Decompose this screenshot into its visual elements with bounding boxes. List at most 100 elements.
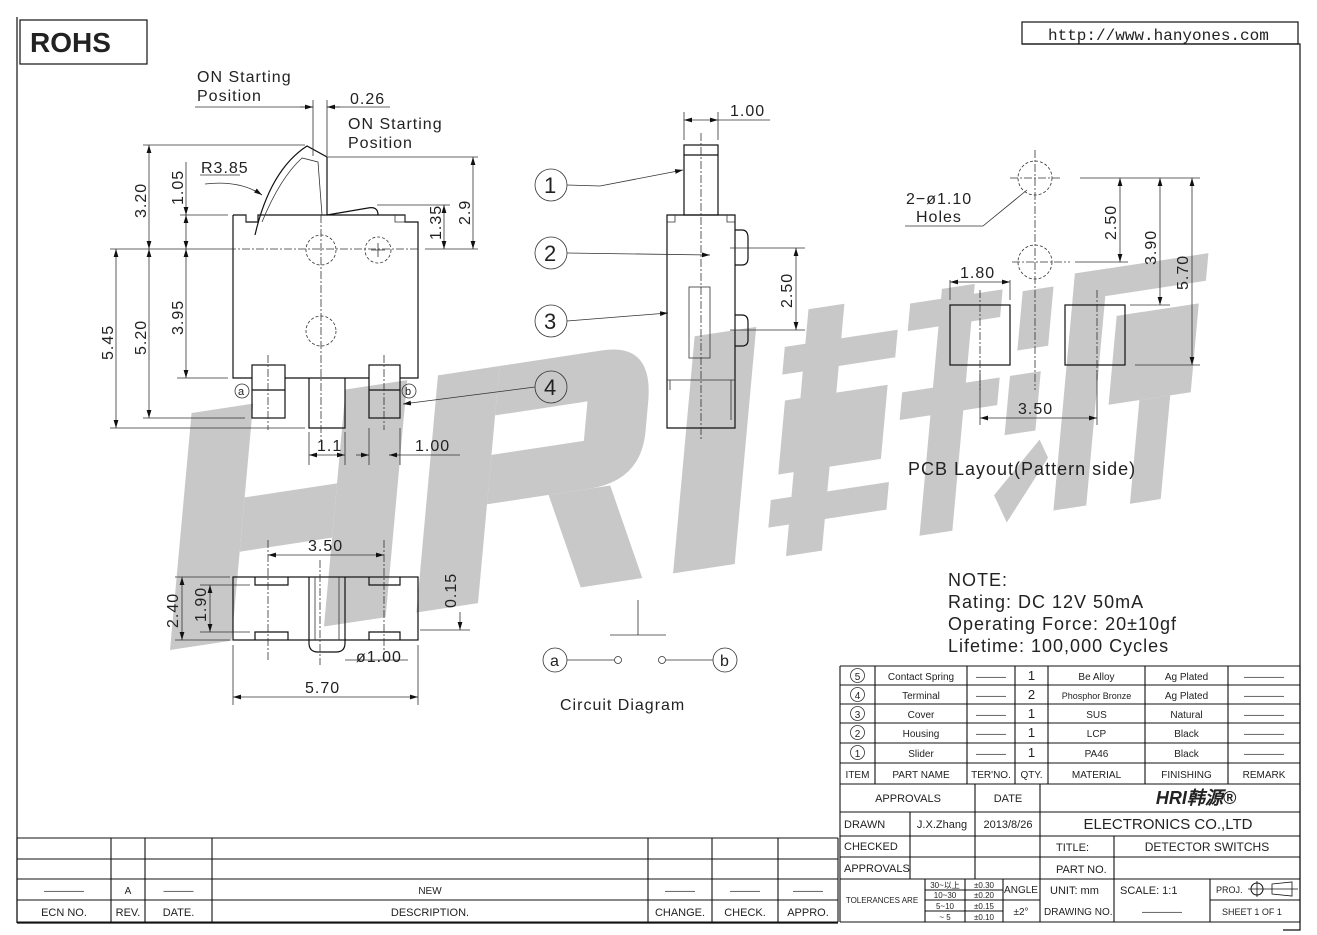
callout-1: 1 xyxy=(544,173,556,198)
drawn-date: 2013/8/26 xyxy=(984,819,1033,831)
on-start-left-1: ON Starting xyxy=(197,69,292,86)
revision-table: ————ECN NO.AREV.———DATE.NEWDESCRIPTION.—… xyxy=(16,837,839,923)
tolerance-value: ±0.10 xyxy=(974,913,995,922)
callout-3: 3 xyxy=(544,309,556,334)
radius-r3-85: R3.85 xyxy=(201,160,249,177)
title-label: TITLE: xyxy=(1056,842,1089,854)
item-circle xyxy=(850,687,865,702)
watermark-cjk-shape xyxy=(768,253,1209,557)
circuit-a: a xyxy=(550,653,559,670)
bottom-dim-5-70: 5.70 xyxy=(305,680,340,697)
approvals-label: APPROVALS xyxy=(844,863,910,875)
part-qty: 2 xyxy=(1028,687,1035,702)
callout-4: 4 xyxy=(544,375,556,400)
pcb-dim-2-50: 2.50 xyxy=(1103,205,1120,240)
sheet: SHEET 1 OF 1 xyxy=(1222,907,1282,917)
part-qty: 1 xyxy=(1028,668,1035,683)
terminal-b xyxy=(368,364,401,419)
part-finishing: Black xyxy=(1174,749,1199,760)
unit: UNIT: mm xyxy=(1050,885,1099,897)
revision-header-appro: APPRO. xyxy=(787,907,829,919)
parts-header-ter: TER'NO. xyxy=(971,770,1011,781)
part-ter: ——— xyxy=(976,749,1006,760)
tolerance-range: ~ 5 xyxy=(939,913,951,922)
item-circle xyxy=(850,668,865,683)
bottom-view xyxy=(175,540,470,705)
part-ter: ——— xyxy=(976,710,1006,721)
note-force: Operating Force: 20±10gf xyxy=(948,614,1177,634)
bottom-dim-2-40: 2.40 xyxy=(165,593,182,628)
part-name: Housing xyxy=(903,729,940,740)
drawing-no: ———— xyxy=(1142,907,1182,918)
watermark xyxy=(170,253,1209,650)
watermark-latin-shape xyxy=(170,326,757,650)
dim-1-35: 1.35 xyxy=(428,205,445,240)
item-circle xyxy=(850,725,865,740)
parts-header-finishing: FINISHING xyxy=(1161,770,1212,781)
part-material: SUS xyxy=(1086,710,1107,721)
on-start-right-2: Position xyxy=(348,135,413,152)
parts-header-material: MATERIAL xyxy=(1072,770,1122,781)
callout-2: 2 xyxy=(544,241,556,266)
part-qty: 1 xyxy=(1028,706,1035,721)
item-circle xyxy=(850,706,865,721)
tolerance-value: ±0.15 xyxy=(974,902,995,911)
revision-change: ——— xyxy=(665,886,695,897)
part-material: LCP xyxy=(1087,729,1107,740)
pcb-pad xyxy=(1064,304,1126,366)
bottom-dim-dia: ø1.00 xyxy=(356,649,402,666)
part-material: PA46 xyxy=(1085,749,1109,760)
revision-header-date: DATE. xyxy=(163,907,195,919)
angle-value: ±2° xyxy=(1013,907,1028,918)
part-ter: ——— xyxy=(976,691,1006,702)
projection-cone-icon xyxy=(1248,881,1298,897)
pcb-dim-3-90: 3.90 xyxy=(1143,230,1160,265)
dim-3-20: 3.20 xyxy=(133,183,150,218)
revision-rev: A xyxy=(125,886,132,897)
approvals-header: APPROVALS xyxy=(875,793,941,805)
front-dim-1-00: 1.00 xyxy=(730,103,765,120)
side-view xyxy=(110,100,478,465)
on-start-left-2: Position xyxy=(197,88,262,105)
part-remark: ———— xyxy=(1244,729,1284,740)
part-remark: ———— xyxy=(1244,691,1284,702)
part-remark: ———— xyxy=(1244,710,1284,721)
dim-3-95: 3.95 xyxy=(170,300,187,335)
part-qty: 1 xyxy=(1028,725,1035,740)
pcb-dim-3-50: 3.50 xyxy=(1018,401,1053,418)
checked-label: CHECKED xyxy=(844,841,898,853)
sheet-frame xyxy=(16,17,1301,931)
drawing-title: DETECTOR SWITCHS xyxy=(1145,840,1269,854)
rohs-label: ROHS xyxy=(30,27,111,58)
front-view xyxy=(402,112,805,440)
item-circle xyxy=(850,745,865,760)
drawn-label: DRAWN xyxy=(844,819,885,831)
dim-1-05: 1.05 xyxy=(170,170,187,205)
drawing-no-label: DRAWING NO. xyxy=(1044,907,1113,918)
part-remark: ———— xyxy=(1244,672,1284,683)
revision-header-desc: DESCRIPTION. xyxy=(391,907,469,919)
revision-header-ecn: ECN NO. xyxy=(41,907,87,919)
pcb-dim-5-70: 5.70 xyxy=(1175,255,1192,290)
part-ter: ——— xyxy=(976,672,1006,683)
parts-header-item: ITEM xyxy=(846,770,870,781)
part-finishing: Natural xyxy=(1170,710,1202,721)
tolerances-label: TOLERANCES ARE xyxy=(846,896,918,905)
terminal-b-label: b xyxy=(405,386,411,398)
part-no-label: PART NO. xyxy=(1056,864,1107,876)
part-ter: ——— xyxy=(976,729,1006,740)
tolerance-range: 10~30 xyxy=(934,891,957,900)
tolerance-range: 30~以上 xyxy=(930,881,960,890)
part-name: Terminal xyxy=(902,691,940,702)
part-material: Phosphor Bronze xyxy=(1062,691,1132,701)
dim-0-26: 0.26 xyxy=(350,91,385,108)
bottom-dim-3-50: 3.50 xyxy=(308,538,343,555)
part-item: 1 xyxy=(855,749,861,760)
revision-header-check: CHECK. xyxy=(724,907,766,919)
dim-5-20: 5.20 xyxy=(133,320,150,355)
part-finishing: Ag Plated xyxy=(1165,672,1208,683)
terminal-a xyxy=(251,364,286,419)
